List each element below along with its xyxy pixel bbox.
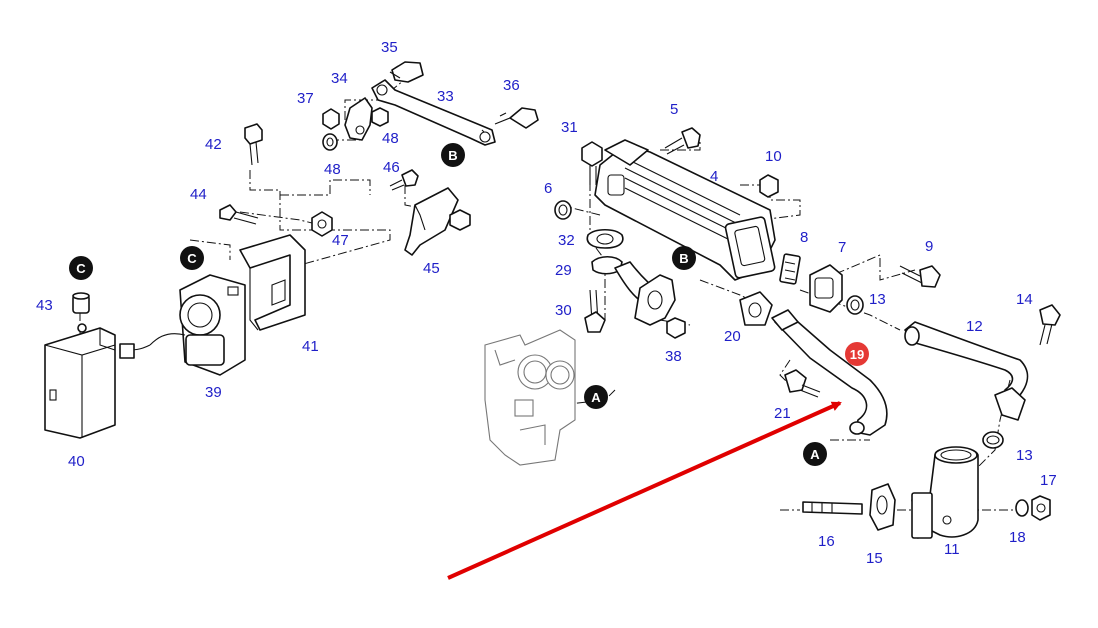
callout-33: 33	[437, 88, 454, 105]
part-nut-38	[666, 317, 686, 339]
part-bolt-42	[244, 123, 263, 166]
callout-29: 29	[555, 262, 572, 279]
part-nut-17	[1031, 495, 1051, 521]
callout-42: 42	[205, 136, 222, 153]
part-pipe-29	[591, 255, 676, 326]
part-bolt-46	[389, 169, 419, 191]
callout-4: 4	[710, 168, 718, 185]
callout-13b: 13	[1016, 447, 1033, 464]
part-stud-16	[802, 501, 863, 515]
callout-40: 40	[68, 453, 85, 470]
callout-48a: 48	[382, 130, 399, 147]
ref-badge-a-1: A	[584, 385, 608, 409]
part-bolt-30	[584, 289, 606, 333]
callout-16: 16	[818, 533, 835, 550]
callout-14: 14	[1016, 291, 1033, 308]
part-linkage-33	[371, 79, 496, 146]
ref-badge-a-2: A	[803, 442, 827, 466]
callout-36: 36	[503, 77, 520, 94]
callout-35: 35	[381, 39, 398, 56]
part-cover-40	[44, 327, 116, 439]
callout-38: 38	[665, 348, 682, 365]
part-nut-10	[759, 174, 779, 198]
callout-47: 47	[332, 232, 349, 249]
part-bolt-5	[664, 127, 701, 155]
part-egr-cooler-4	[594, 139, 776, 281]
svg-text:A: A	[810, 447, 820, 462]
part-actuator-39	[119, 274, 246, 376]
callout-8: 8	[800, 229, 808, 246]
callout-5: 5	[670, 101, 678, 118]
callout-48b: 48	[324, 161, 341, 178]
highlight-badge-19: 19	[845, 342, 869, 366]
part-lever-34	[344, 97, 373, 141]
svg-text:B: B	[448, 148, 457, 163]
part-oring-13b	[982, 431, 1004, 449]
callout-30: 30	[555, 302, 572, 319]
svg-text:19: 19	[850, 347, 864, 362]
part-bolt-14	[1039, 304, 1061, 346]
callout-44: 44	[190, 186, 207, 203]
callout-31: 31	[561, 119, 578, 136]
callout-34: 34	[331, 70, 348, 87]
ref-badge-c-1: C	[69, 256, 93, 280]
ref-badge-c-2: C	[180, 246, 204, 270]
callout-37: 37	[297, 90, 314, 107]
svg-text:C: C	[187, 251, 197, 266]
callout-41: 41	[302, 338, 319, 355]
callout-10: 10	[765, 148, 782, 165]
part-engine-block	[484, 329, 576, 466]
part-flange-7	[809, 264, 843, 313]
part-gasket-32	[586, 228, 624, 249]
part-bolt-44	[219, 204, 259, 225]
callout-labels: 35 34 33 36 37 48 42 48 46 44 47 45 43 4…	[36, 39, 1057, 567]
callout-6: 6	[544, 180, 552, 197]
part-shield-45	[404, 187, 471, 256]
part-bolt-36	[494, 107, 539, 129]
part-nut-37	[322, 108, 340, 130]
part-bolt-35	[389, 61, 424, 83]
part-connector-43	[72, 292, 90, 333]
callout-13a: 13	[869, 291, 886, 308]
part-pipe-12	[904, 321, 1029, 421]
part-gasket-15	[869, 483, 896, 531]
part-bolt-21	[784, 369, 821, 398]
part-elbow-11	[911, 446, 979, 539]
callout-32: 32	[558, 232, 575, 249]
callout-46: 46	[383, 159, 400, 176]
part-bolt-9	[899, 265, 941, 288]
callout-15: 15	[866, 550, 883, 567]
callout-21: 21	[774, 405, 791, 422]
callout-12: 12	[966, 318, 983, 335]
ref-badge-b-2: B	[672, 246, 696, 270]
part-nut-47	[311, 211, 333, 237]
callout-17: 17	[1040, 472, 1057, 489]
part-gasket-8	[779, 253, 801, 285]
part-nut-48b	[371, 107, 389, 127]
part-bolt-31	[581, 141, 603, 185]
ref-badge-b-1: B	[441, 143, 465, 167]
callout-18: 18	[1009, 529, 1026, 546]
part-plug-6	[554, 200, 572, 220]
callout-11: 11	[944, 541, 960, 558]
svg-text:B: B	[679, 251, 688, 266]
callout-43: 43	[36, 297, 53, 314]
part-oring-13a	[846, 295, 864, 315]
pointer-arrow	[447, 401, 842, 580]
part-pipe-21	[771, 309, 888, 436]
part-gasket-20	[739, 291, 773, 326]
callout-7: 7	[838, 239, 846, 256]
callout-20: 20	[724, 328, 741, 345]
callout-39: 39	[205, 384, 222, 401]
svg-text:C: C	[76, 261, 86, 276]
svg-text:A: A	[591, 390, 601, 405]
part-washer-48	[322, 133, 338, 151]
callout-45: 45	[423, 260, 440, 277]
part-bracket-41	[239, 234, 306, 331]
callout-9: 9	[925, 238, 933, 255]
part-washer-18	[1015, 499, 1029, 517]
